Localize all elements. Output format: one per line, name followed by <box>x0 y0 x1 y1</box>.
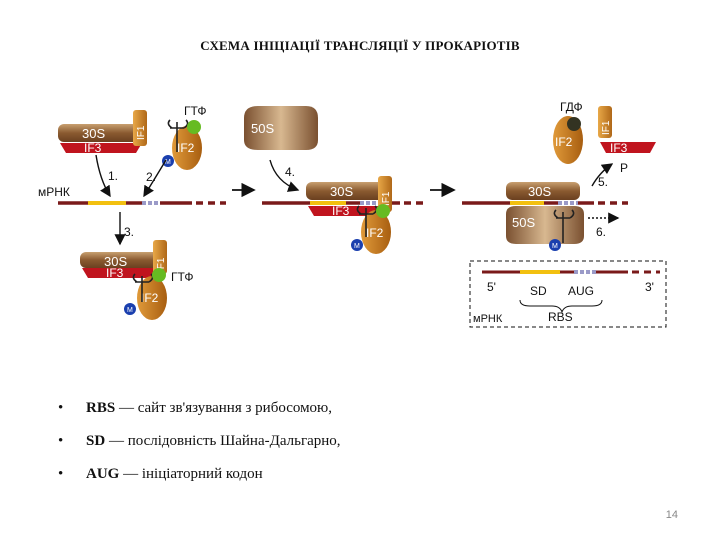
met-label-2: M <box>127 307 133 314</box>
trna-shape <box>167 119 189 152</box>
if2-shape-3 <box>361 210 391 254</box>
met-molecule-2 <box>124 303 136 315</box>
legend-3prime-label: 3' <box>645 280 654 294</box>
if3-label-2: IF3 <box>106 266 124 280</box>
trna-shape-5 <box>553 209 575 243</box>
mrna-strand-1: мРНК <box>38 185 226 205</box>
gtp-label: ГТФ <box>184 104 207 118</box>
legend-rbs-label: RBS <box>548 310 573 324</box>
step-1-label: 1. <box>108 169 118 183</box>
step4-arrow <box>269 159 300 192</box>
ribosome-30s-label-3: 30S <box>330 184 353 199</box>
legend-5prime-label: 5' <box>487 280 496 294</box>
legend-aug-label: AUG <box>568 284 594 298</box>
if3-label-3: IF3 <box>332 204 350 218</box>
step-2-label: 2. <box>146 170 156 184</box>
bound-30s-complex: IF1 30S IF3 IF2 M <box>306 176 392 254</box>
legend-sd-label: SD <box>530 284 547 298</box>
if1-shape <box>133 110 147 146</box>
ribosome-70s-complex: 30S 50S M <box>506 182 584 251</box>
if1-label: IF1 <box>136 125 147 140</box>
if2-label: IF2 <box>177 141 195 155</box>
ribosome-30s-shape-2 <box>80 252 160 268</box>
if3-shape-2 <box>82 268 162 278</box>
definition-aug: •AUG — ініціаторний кодон <box>58 466 263 482</box>
if3-shape-4 <box>600 142 656 153</box>
step2-arrow <box>143 159 167 198</box>
preinitiation-complex: IF1 30S IF3 IF2 ГТФ M <box>80 240 194 320</box>
definitions-list: •RBS — сайт зв'язування з рибосомою, •SD… <box>58 398 341 497</box>
phosphate-label: P <box>620 161 628 175</box>
ribosome-30s-shape <box>58 124 140 142</box>
ribosome-30s-label: 30S <box>82 126 105 141</box>
ribosome-30s-label-5: 30S <box>528 184 551 199</box>
definition-text: — сайт зв'язування з рибосомою, <box>115 400 333 416</box>
if2-label-2: IF2 <box>141 291 159 305</box>
definition-term: SD <box>86 433 106 449</box>
if2-shape-2 <box>137 276 167 320</box>
initial-30s-complex: IF1 30S IF3 <box>58 110 147 155</box>
translation-initiation-diagram: IF1 30S IF3 IF2 ГТФ M мРНК 1. 2. 3. IF1 … <box>38 100 667 328</box>
step-6-label: 6. <box>596 225 606 239</box>
ribosome-50s-shape <box>244 106 318 150</box>
legend-mrna-label: мРНК <box>473 313 503 325</box>
definition-term: RBS <box>86 400 116 416</box>
met-molecule <box>162 155 174 167</box>
if1-label-4: IF1 <box>601 120 612 135</box>
ribosome-50s-shape-2 <box>506 206 584 244</box>
if3-label: IF3 <box>84 141 102 155</box>
if1-shape-4 <box>598 106 612 138</box>
step-5-label: 5. <box>598 175 608 189</box>
met-label-5: M <box>552 243 558 250</box>
step-3-label: 3. <box>124 225 134 239</box>
definition-rbs: •RBS — сайт зв'язування з рибосомою, <box>58 400 333 416</box>
gtp-molecule-2 <box>152 268 166 282</box>
ribosome-30s-shape-5 <box>506 182 580 200</box>
gtp-label-2: ГТФ <box>171 270 194 284</box>
met-label: M <box>165 159 171 166</box>
met-molecule-5 <box>549 239 561 251</box>
page-number: 14 <box>665 509 678 521</box>
gdp-label: ГДФ <box>560 100 583 114</box>
if1-label-3: IF1 <box>381 191 392 206</box>
if1-label-2: IF1 <box>156 257 167 272</box>
rbs-legend-box: 5' 3' SD AUG RBS мРНК <box>469 260 667 328</box>
met-label-3: M <box>354 243 360 250</box>
gdp-molecule <box>567 117 581 131</box>
released-factors: IF1 IF2 ГДФ IF3 P <box>553 100 656 175</box>
step1-arrow <box>95 154 111 198</box>
gtp-molecule-3 <box>376 204 390 218</box>
if2-label-3: IF2 <box>366 226 384 240</box>
trna-shape-3 <box>356 205 378 237</box>
trna-shape-2 <box>132 273 154 302</box>
ribosome-50s-label: 50S <box>251 121 274 136</box>
ribosome-50s-label-2: 50S <box>512 215 535 230</box>
if3-label-4: IF3 <box>610 141 628 155</box>
definition-text: — ініціаторний кодон <box>119 466 263 482</box>
definition-sd: •SD — послідовність Шайна-Дальгарно, <box>58 433 341 449</box>
if2-gtp-trna-complex-1: IF2 ГТФ M <box>162 104 207 170</box>
slide-title: СХЕМА ІНІЦІАЦІЇ ТРАНСЛЯЦІЇ У ПРОКАРІОТІВ <box>200 38 520 53</box>
met-molecule-3 <box>351 239 363 251</box>
if3-shape <box>60 143 142 153</box>
step5-arrow <box>591 163 614 187</box>
gtp-molecule <box>187 120 201 134</box>
step-4-label: 4. <box>285 165 295 179</box>
legend-rbs-brace <box>519 299 603 314</box>
mrna-label: мРНК <box>38 185 70 199</box>
if1-shape-2 <box>153 240 167 274</box>
if1-shape-3 <box>378 176 392 212</box>
ribosome-50s-free: 50S <box>244 106 318 150</box>
if2-shape <box>172 126 202 170</box>
if2-label-4: IF2 <box>555 135 573 149</box>
ribosome-30s-label-2: 30S <box>104 254 127 269</box>
ribosome-30s-shape-3 <box>306 182 386 200</box>
definition-text: — послідовність Шайна-Дальгарно, <box>105 433 341 449</box>
definition-term: AUG <box>86 466 120 482</box>
